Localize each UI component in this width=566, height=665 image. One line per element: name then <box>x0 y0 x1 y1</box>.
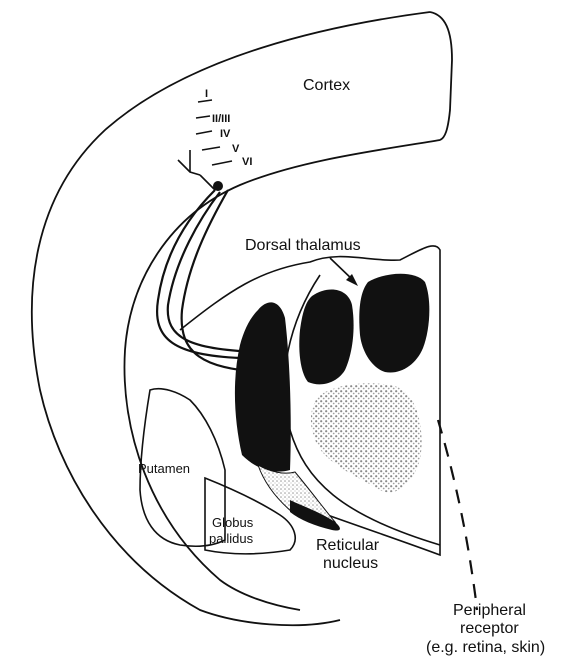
neuron-dendrite-left <box>178 160 200 175</box>
cortex-label: Cortex <box>303 77 350 94</box>
layer-label: VI <box>242 156 252 168</box>
layer-label: IV <box>220 128 231 140</box>
globus-pallidus-label-line2: pallidus <box>209 531 254 546</box>
layer-tick-5 <box>212 161 232 165</box>
axon-path-1 <box>157 190 240 358</box>
neuron-soma <box>213 181 223 191</box>
layer-label: V <box>232 143 240 155</box>
reticular-nucleus-label-line2: nucleus <box>323 555 378 572</box>
stippled-nucleus <box>311 383 422 492</box>
layer-label: I <box>205 88 208 100</box>
peripheral-receptor-label-line1: Peripheral <box>453 602 526 619</box>
cortex-cap <box>430 12 452 140</box>
layer-label: II/III <box>212 113 230 125</box>
thalamic-nucleus-medial <box>359 274 429 373</box>
globus-pallidus-label-line1: Globus <box>212 515 254 530</box>
putamen-label: Putamen <box>138 461 190 476</box>
layer-tick-3 <box>196 131 212 134</box>
peripheral-receptor-label-line2: receptor <box>460 620 519 637</box>
peripheral-receptor-label-line3: (e.g. retina, skin) <box>426 639 545 656</box>
layer-tick-1 <box>198 100 212 102</box>
dorsal-thalamus-label: Dorsal thalamus <box>245 237 361 254</box>
layer-tick-2 <box>196 116 210 118</box>
thalamic-nucleus-lateral <box>235 302 291 471</box>
thalamic-nucleus-middle <box>299 290 353 385</box>
peripheral-input-line <box>438 420 477 610</box>
neuron-axon <box>200 175 215 190</box>
reticular-nucleus-label-line1: Reticular <box>316 537 380 554</box>
layer-tick-4 <box>202 147 220 150</box>
